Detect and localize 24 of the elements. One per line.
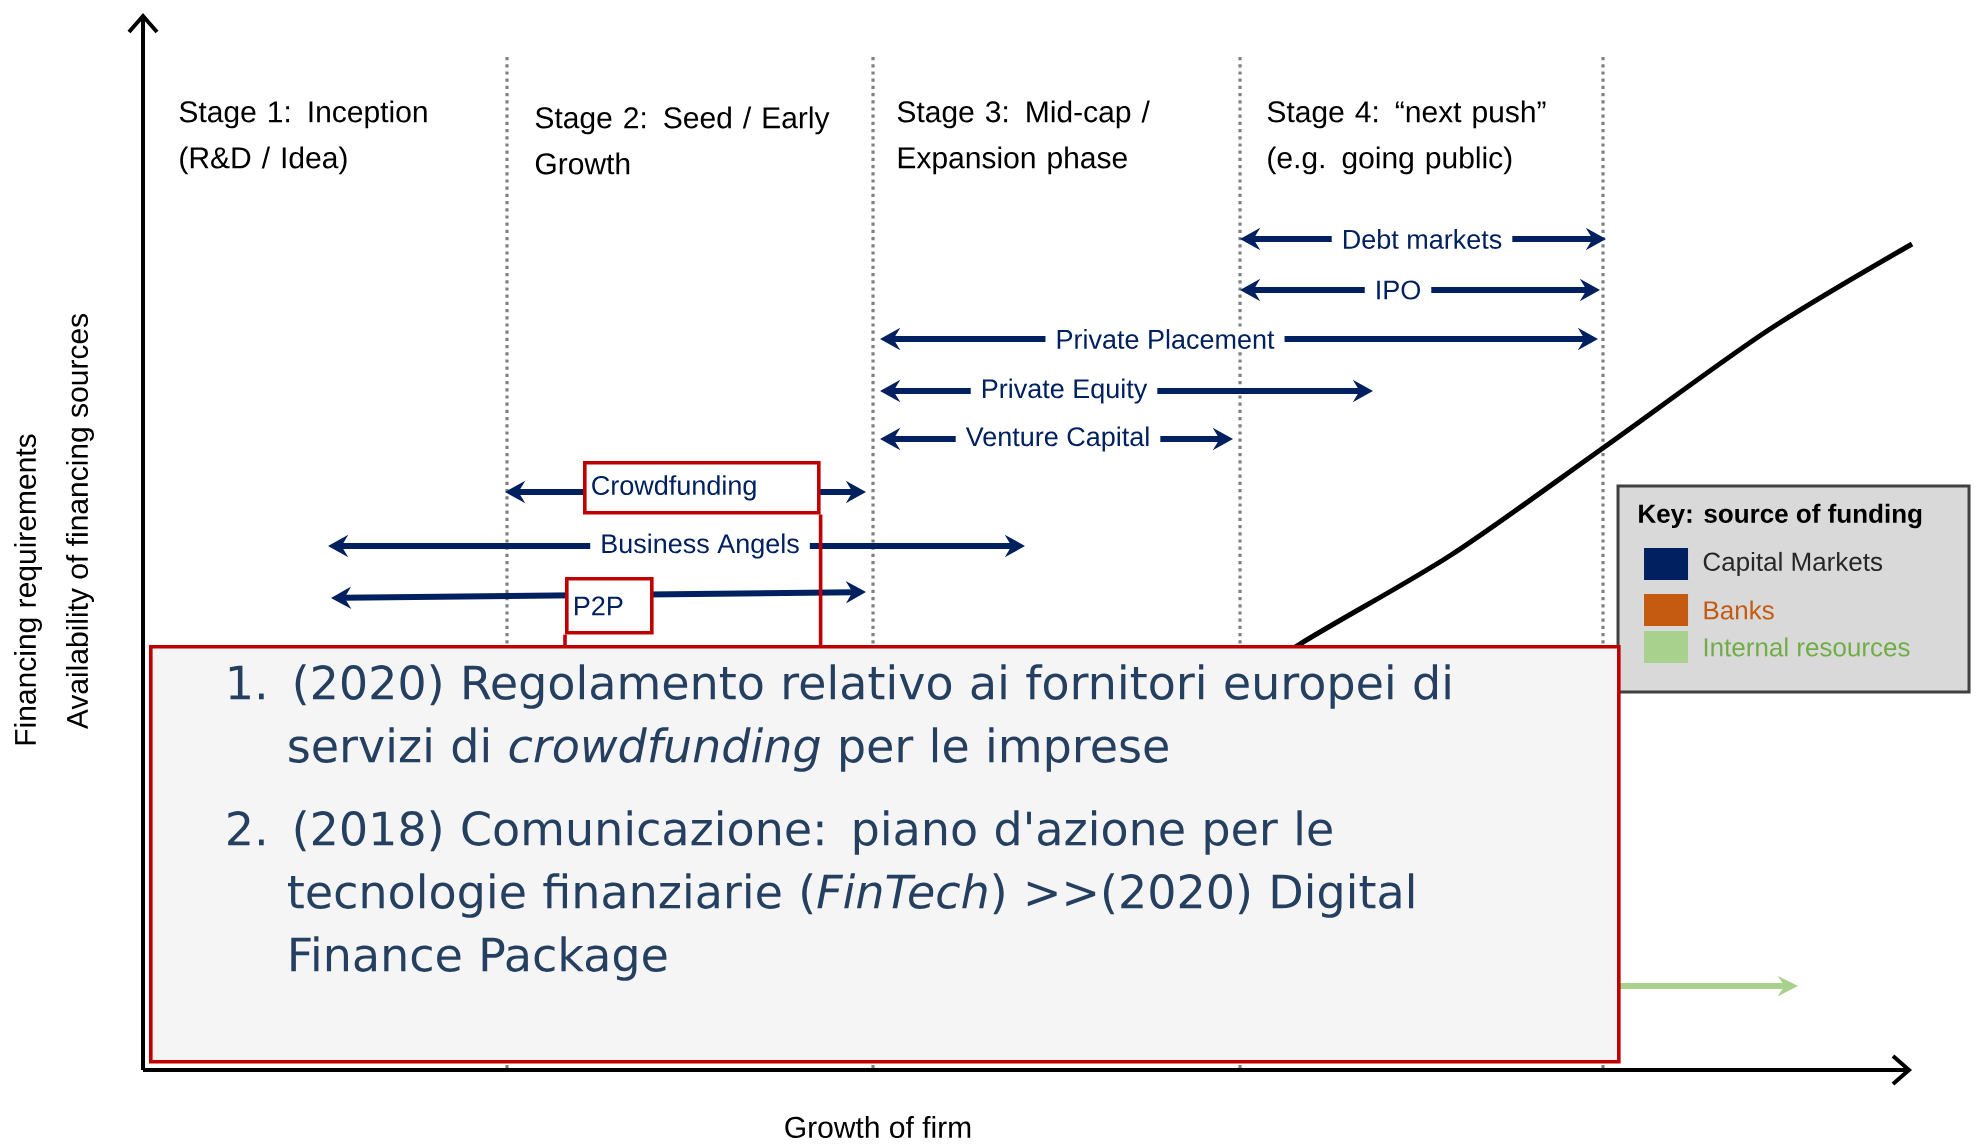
arrow-label: IPO <box>1364 278 1432 302</box>
note-box <box>149 645 1621 1064</box>
stage-heading: Stage 1: Inception (R&D / Idea) <box>179 100 427 175</box>
highlight-box: Crowdfunding <box>583 461 821 515</box>
legend-label: Capital Markets <box>1703 551 1883 577</box>
legend-label: Internal resources <box>1704 637 1910 657</box>
axis-title: Financing requirements <box>14 434 42 745</box>
list-item: 2. (2018) Comunicazione: piano d'azione per le tecnologie finanziarie (FinTech) >>(2020) Digital Finance Package <box>228 810 1414 981</box>
arrow-label: Debt markets <box>1331 227 1513 251</box>
stage-heading: Stage 3: Mid-cap / Expansion phase <box>897 100 1150 175</box>
axis-title: Availability of financing sources <box>66 314 94 730</box>
highlight-box: P2P <box>565 577 654 635</box>
stage-heading: Stage 4: “next push” (e.g. going public) <box>1267 100 1546 175</box>
stage-heading: Stage 2: Seed / Early Growth <box>535 106 830 175</box>
arrow-label: Private Equity <box>970 376 1158 406</box>
axis-title: Growth of firm <box>785 1116 971 1138</box>
list-item: 1. (2020) Regolamento relativo ai fornitori europei di servizi di crowdfunding per le imprese <box>229 664 1450 772</box>
legend-label: Banks <box>1704 600 1774 620</box>
leader-line <box>818 514 823 645</box>
leader-line <box>563 634 567 645</box>
arrow-label: Business Angels <box>590 531 810 561</box>
arrow-label: Venture Capital <box>955 424 1161 454</box>
legend-title: Key: source of funding <box>1639 503 1922 529</box>
arrow-label: Private Placement <box>1045 327 1285 351</box>
